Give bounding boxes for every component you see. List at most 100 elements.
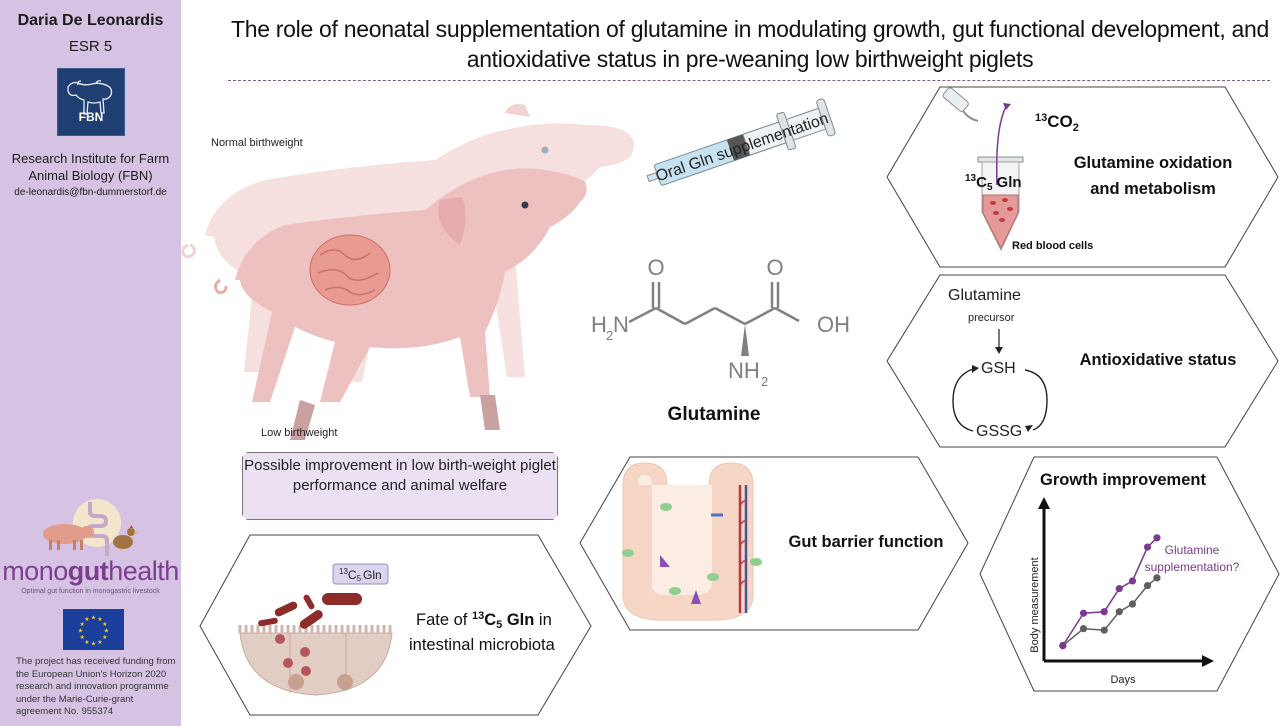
x-axis-label: Days <box>1110 674 1136 686</box>
molecule-bonds <box>628 282 800 326</box>
normal-birthweight-label: Normal birthweight <box>211 137 303 149</box>
low-birthweight-label: Low birthweight <box>261 427 337 439</box>
syringe-illustration: Oral Gln supplementation <box>646 98 836 186</box>
arrowhead-right <box>1025 425 1033 432</box>
eu-star-icon: ★ <box>78 628 83 635</box>
tube-icon <box>942 87 1024 252</box>
fbn-logo-text: FBN <box>79 110 104 124</box>
wedge-bond <box>741 324 749 356</box>
bacteria-icon <box>258 593 362 629</box>
co2-label: 13CO2 <box>1035 112 1079 134</box>
oxidation-title-line2: and metabolism <box>1090 180 1216 198</box>
series-annotation-line1: Glutamine <box>1165 543 1220 557</box>
data-point <box>1128 600 1137 608</box>
data-point <box>1153 534 1161 542</box>
logo-bold: gut <box>67 556 109 586</box>
redox-cycle-arrow-left-icon <box>952 368 974 432</box>
atom-amide-sub: 2 <box>606 328 613 343</box>
project-tagline: Optimal gut function in monogastric live… <box>21 588 160 595</box>
title-divider <box>228 80 1270 81</box>
data-point <box>1079 609 1088 617</box>
atom-amide-h: H <box>591 312 607 337</box>
data-point <box>1115 585 1123 593</box>
precursor-arrowhead <box>995 347 1003 354</box>
chicken-icon <box>113 525 138 549</box>
data-point <box>1100 626 1108 634</box>
growth-title: Growth improvement <box>1040 471 1206 489</box>
pig-illustration: Normal birthweight Low birthweight <box>181 104 634 440</box>
atom-oxygen-2: O <box>766 255 783 280</box>
eu-star-icon: ★ <box>91 615 96 622</box>
hexagon-outline <box>979 456 1280 692</box>
eu-star-icon: ★ <box>80 634 85 641</box>
funding-statement: The project has received funding from th… <box>16 656 176 718</box>
data-point <box>1143 581 1152 590</box>
sidebar: Daria De Leonardis ESR 5 FBN Research In… <box>0 0 181 726</box>
intestinal-epithelium-icon <box>238 625 393 696</box>
series-annotation-line2: supplementation? <box>1145 560 1240 574</box>
eu-star-icon: ★ <box>102 621 107 628</box>
author-position: ESR 5 <box>68 38 113 55</box>
author-name: Daria De Leonardis <box>17 12 164 29</box>
pig-icon <box>43 524 94 550</box>
eu-star-icon: ★ <box>84 616 89 623</box>
molecule-name: Glutamine <box>668 404 761 425</box>
improvement-box: Possible improvement in low birth-weight… <box>242 452 558 520</box>
growth-panel: Growth improvement Days Body measurement… <box>979 456 1280 692</box>
eu-star-icon: ★ <box>102 634 107 641</box>
antioxidative-panel: Glutamine precursor GSH GSSG Antioxidati… <box>886 274 1279 448</box>
atom-amine: NH <box>728 358 760 383</box>
eu-star-icon: ★ <box>80 621 85 628</box>
arrowhead-left <box>972 365 979 373</box>
atom-amine-sub: 2 <box>761 374 768 389</box>
oxidation-title-line1: Glutamine oxidation <box>1074 154 1233 172</box>
growth-chart: Days Body measurement Glutamine suppleme… <box>1029 497 1240 686</box>
x-axis-arrowhead <box>1202 655 1214 667</box>
author-email[interactable]: de-leonardis@fbn-dummerstorf.de <box>14 187 167 198</box>
microbiota-title-line2: intestinal microbiota <box>409 636 556 654</box>
redox-cycle-arrow-right-icon <box>1024 369 1048 431</box>
monoguthealth-illustration <box>35 498 145 558</box>
eu-star-icon: ★ <box>97 639 102 646</box>
precursor-name: Glutamine <box>948 287 1021 304</box>
monoguthealth-logo: monoguthealth <box>0 556 181 587</box>
eu-star-icon: ★ <box>91 641 96 648</box>
intestine-icon <box>309 234 391 306</box>
antioxidative-title: Antioxidative status <box>1080 351 1237 369</box>
data-point <box>1115 608 1123 616</box>
data-point <box>1059 642 1067 650</box>
hexagon-outline <box>886 86 1279 268</box>
data-point <box>1128 577 1137 585</box>
syringe-label: Oral Gln supplementation <box>654 110 831 185</box>
data-point <box>1079 625 1088 633</box>
cow-pig-logo-icon: FBN <box>67 80 113 124</box>
gssg-label: GSSG <box>976 423 1022 440</box>
logo-suffix: health <box>108 556 179 586</box>
logo-prefix: mono <box>2 556 68 586</box>
intestinal-villus-icon <box>622 462 762 621</box>
data-point <box>1100 608 1108 616</box>
data-point <box>1143 543 1152 551</box>
atom-oxygen-1: O <box>647 255 664 280</box>
poster-title: The role of neonatal supplementation of … <box>230 16 1270 72</box>
syringe-icon: Oral Gln supplementation <box>646 98 836 186</box>
intestine-icon <box>85 502 109 556</box>
eu-star-icon: ★ <box>84 639 89 646</box>
co2-arrowhead <box>1003 103 1011 110</box>
y-axis-label: Body measurement <box>1029 557 1041 652</box>
glutamine-structure: O O H 2 N OH NH 2 Glutamine <box>591 255 850 425</box>
red-blood-cells-label: Red blood cells <box>1012 240 1093 252</box>
precursor-label: precursor <box>968 312 1015 324</box>
gsh-label: GSH <box>981 360 1016 377</box>
microbiota-title-line1: Fate of 13C5 Gln in <box>416 610 552 631</box>
low-birthweight-pig-icon <box>213 168 587 440</box>
co2-arrow-icon <box>995 104 1008 186</box>
atom-amide-n: N <box>613 312 629 337</box>
eu-star-icon: ★ <box>97 616 102 623</box>
gut-barrier-panel: Gut barrier function <box>579 456 969 631</box>
atom-hydroxyl: OH <box>817 312 850 337</box>
